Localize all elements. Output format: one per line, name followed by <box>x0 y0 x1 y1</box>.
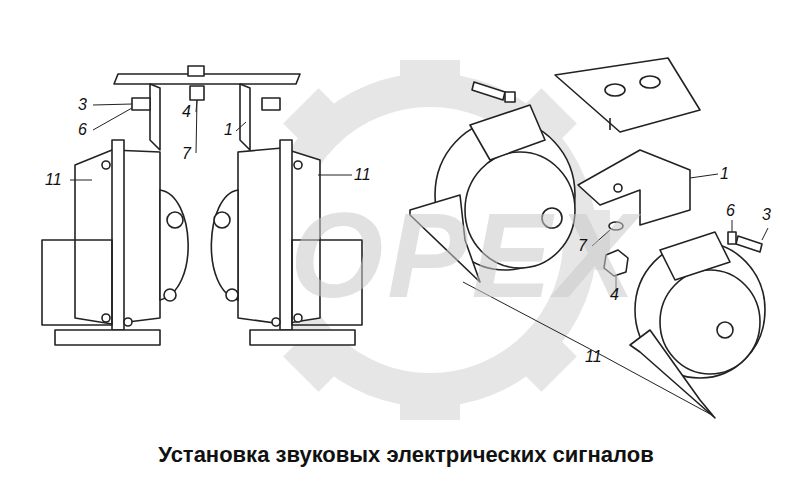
callout-number: 7 <box>578 238 587 254</box>
callout-number: 6 <box>78 122 87 138</box>
callout-number: 3 <box>78 97 87 113</box>
callout-number: 7 <box>182 146 191 162</box>
callout-number: 1 <box>224 122 233 138</box>
callout-number: 6 <box>726 203 735 219</box>
callout-number: 3 <box>762 207 771 223</box>
callout-number: 4 <box>182 104 191 120</box>
watermark: ОРЕХ <box>290 195 639 315</box>
callout-number: 11 <box>354 167 371 183</box>
figure-title: Установка звуковых электрических сигнало… <box>0 442 812 468</box>
callout-number: 4 <box>610 287 619 303</box>
callout-number: 11 <box>45 172 62 188</box>
callout-number: 11 <box>585 349 602 365</box>
callout-number: 1 <box>720 166 729 182</box>
